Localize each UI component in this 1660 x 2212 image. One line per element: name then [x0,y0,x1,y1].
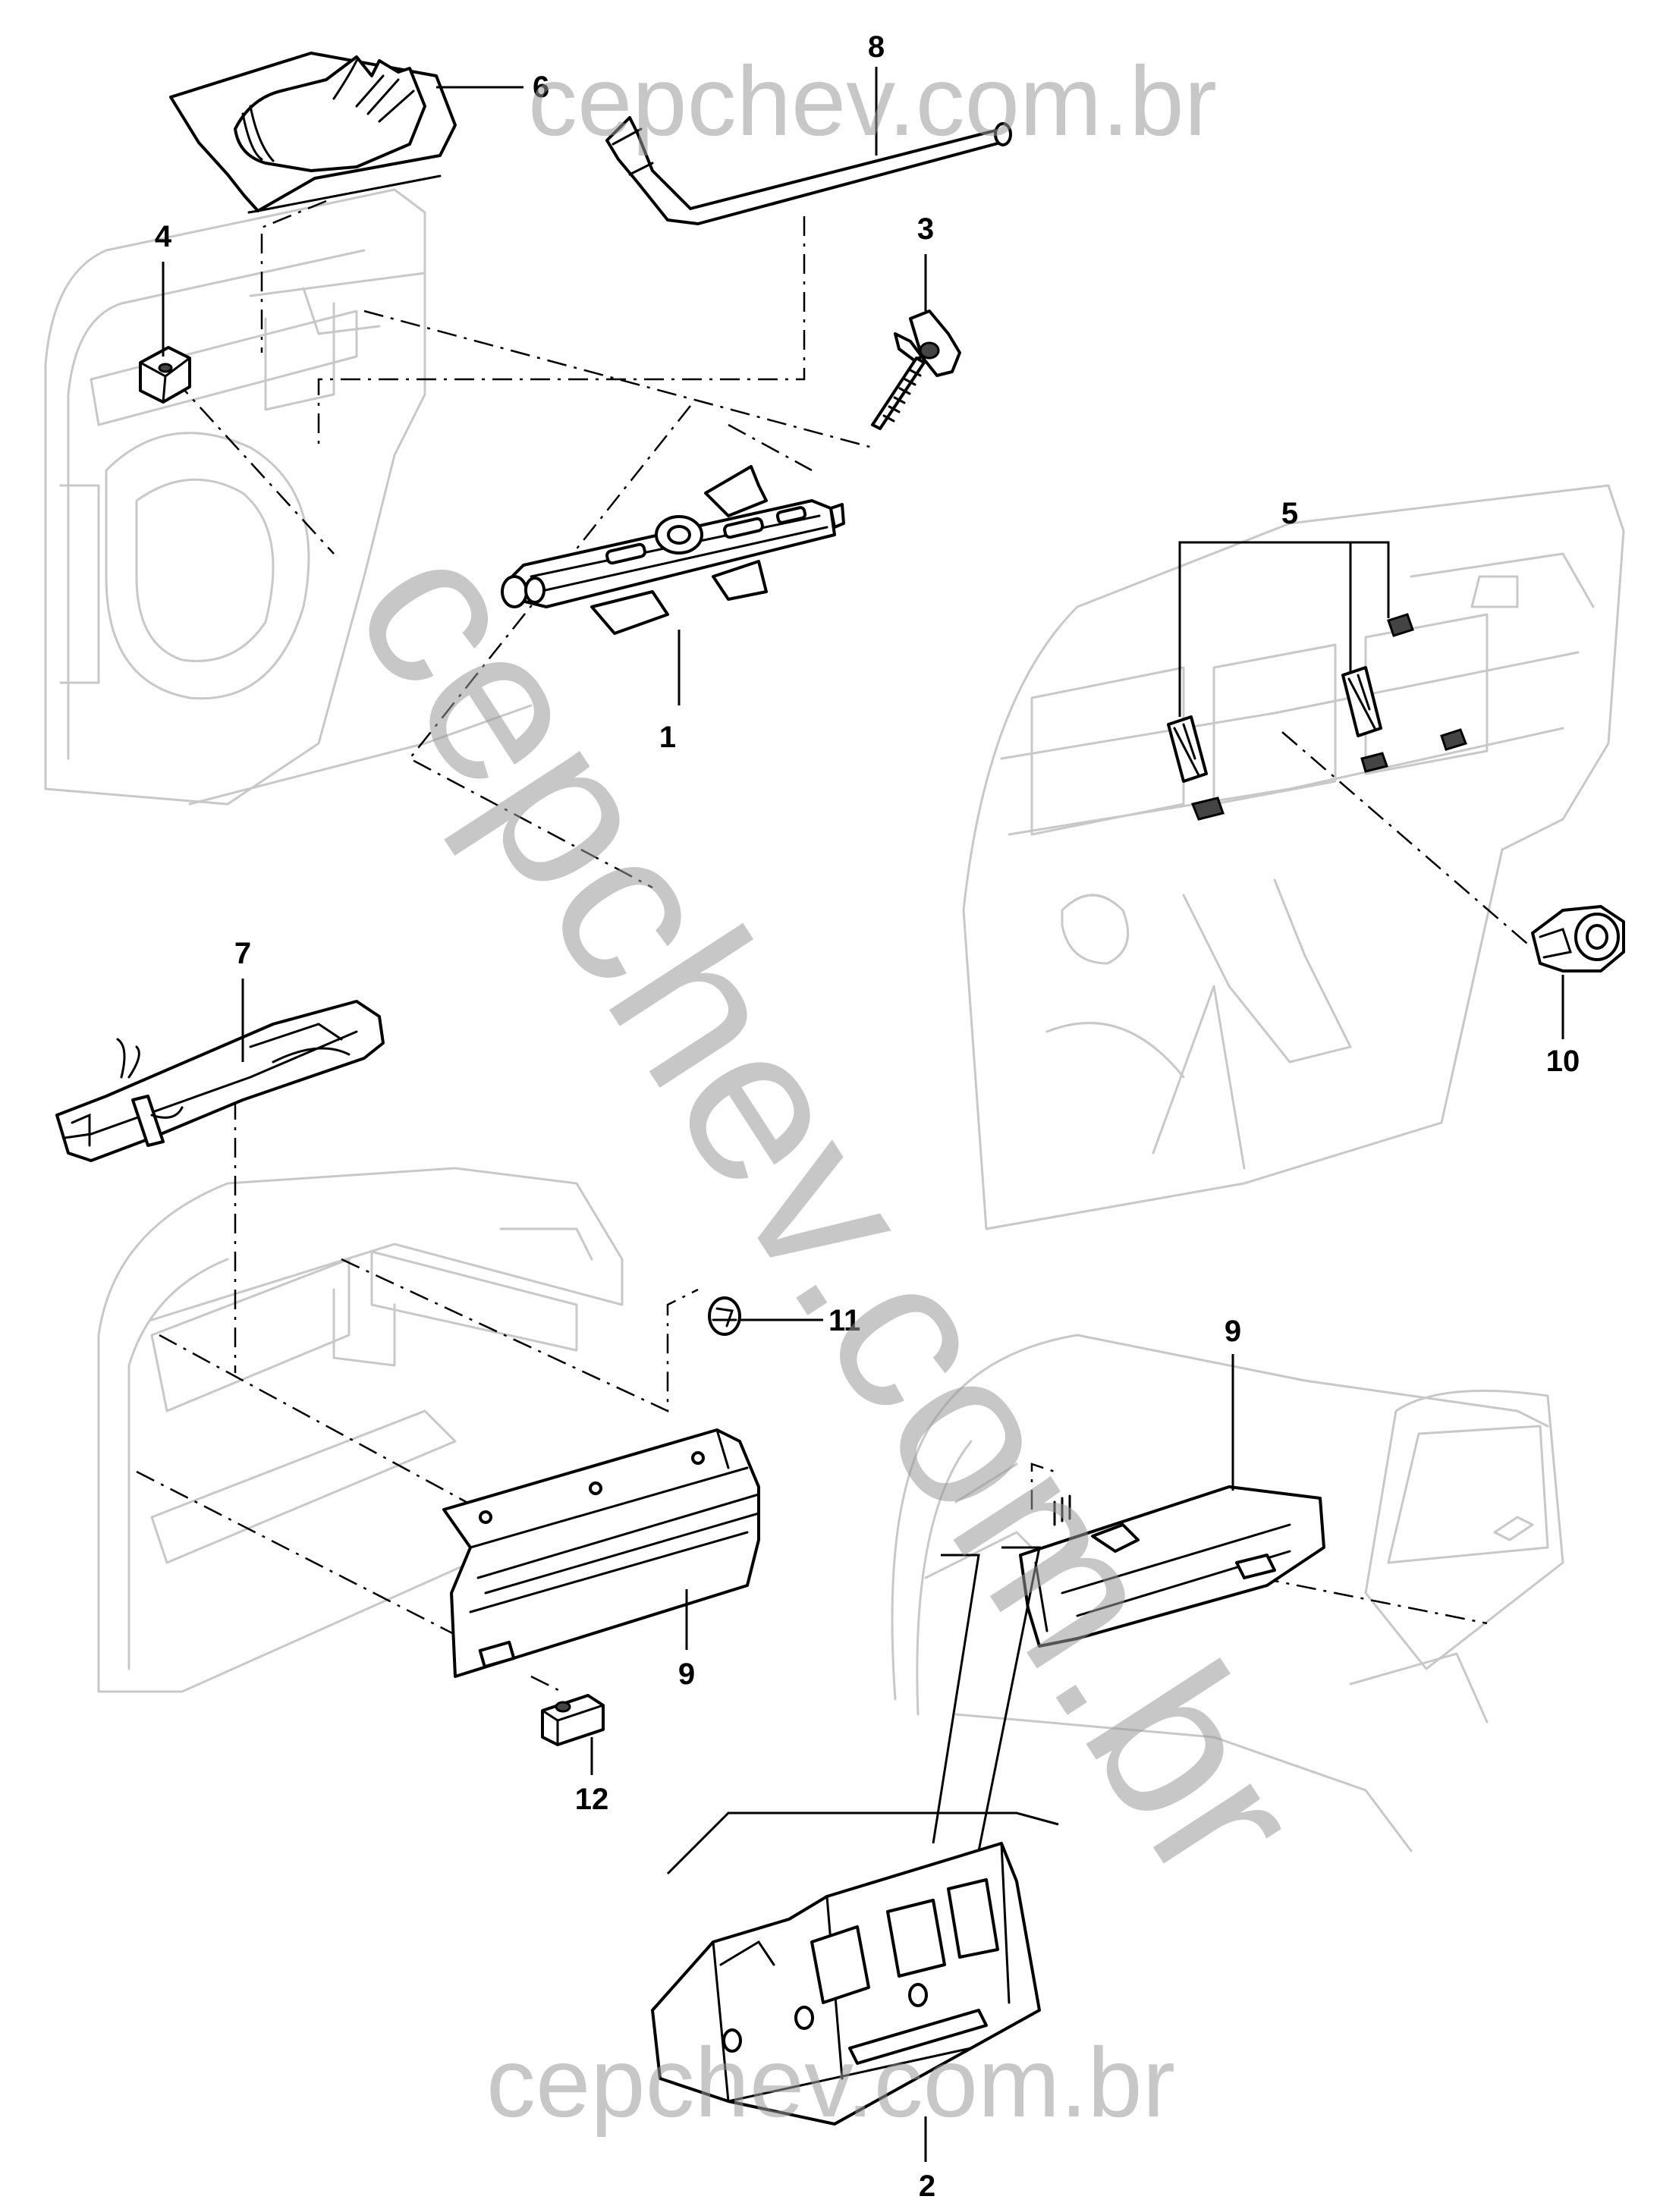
pad-parts [1167,613,1467,821]
watermark-diagonal: cepchev.com.br [307,499,1351,1922]
clip-part [139,346,191,404]
assembly-lines [136,200,1533,1693]
storage-tray-part [651,1842,1041,2126]
vehicle-outline-right [962,484,1625,1230]
callout-9-left: 9 [678,1657,695,1691]
tool-roll-part [55,1000,385,1162]
watermarks: cepchev.com.br cepchev.com.br cepchev.co… [307,46,1351,2138]
watermark-top: cepchev.com.br [528,46,1217,156]
callout-9-right: 9 [1225,1315,1241,1348]
callout-10: 10 [1546,1045,1580,1078]
callout-2: 2 [919,2170,935,2203]
bracket-part [541,1694,605,1746]
clip-nut-part [708,1296,741,1336]
cap-part [1531,905,1625,972]
trim-cover-left-part [442,1428,760,1678]
glove-bag-part [169,52,457,214]
leader-lines [162,67,1564,2162]
vehicle-outline-bottom-left [97,1167,624,1693]
callout-numbers: 1 2 3 4 5 6 7 8 9 9 10 11 12 [155,30,1580,2203]
wing-bolt-part [871,309,961,430]
callout-7: 7 [234,937,251,970]
watermark-bottom: cepchev.com.br [486,2027,1175,2138]
vehicle-outline-bottom-right [891,1334,1564,1852]
scissor-jack-part [501,465,845,635]
callout-4: 4 [155,220,172,253]
callout-5: 5 [1281,497,1298,530]
trim-cover-right-part [1019,1485,1325,1648]
callout-1: 1 [659,721,676,754]
vehicle-outline-top-left [44,188,533,806]
callout-12: 12 [575,1783,609,1816]
wheel-wrench-part [605,116,1012,225]
callout-11: 11 [828,1304,860,1337]
callout-8: 8 [868,30,885,64]
callout-6: 6 [533,71,549,104]
callout-3: 3 [917,212,934,246]
